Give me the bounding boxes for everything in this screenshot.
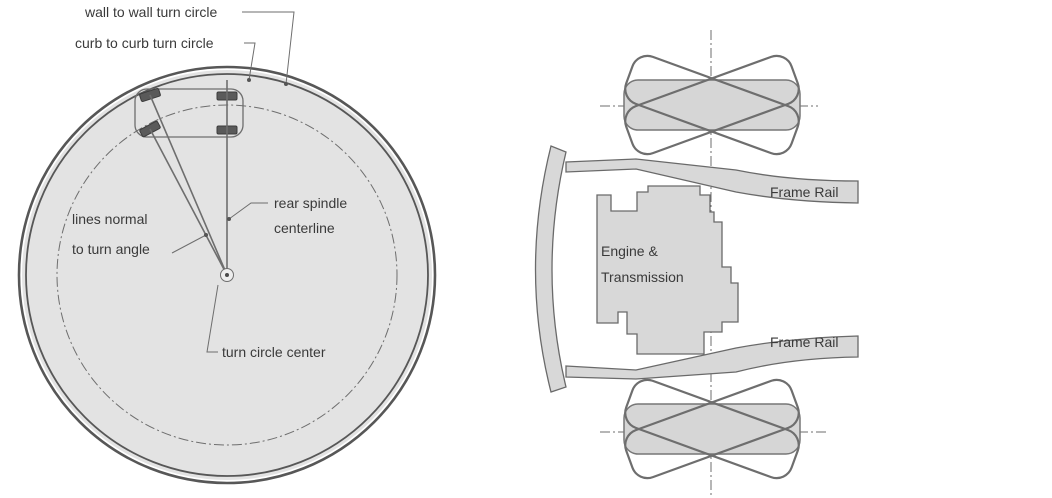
top-wheel [623,54,801,156]
lines-normal-node [204,233,208,237]
label-lines-normal-1: lines normal [72,211,147,227]
curb-node [247,78,251,82]
normal-line-top [149,94,228,276]
top-wheel-sweep-right [624,54,800,156]
label-engine-1: Engine & [601,243,658,259]
frame-rail-bottom [565,335,859,380]
wall-to-wall-circle [17,65,437,485]
normal-line-bottom [149,128,228,276]
bottom-wheel-sweep-left [624,378,800,480]
turn-center-leader [206,284,219,353]
rear-spindle-leader [228,202,268,220]
top-wheel-sweep-left [624,54,800,156]
label-lines-normal-2: to turn angle [72,241,150,257]
wall-to-wall-leader [242,11,295,85]
chassis-diagram: Engine & Transmission Frame Rail Frame R… [534,30,859,495]
bottom-wheel-sweep-right [624,378,800,480]
lines-normal-leader [171,234,207,254]
engine-transmission-block [596,185,739,355]
rear-spindle-node [227,217,231,221]
label-rear-spindle-2: centerline [274,220,335,236]
label-frame-rail-bottom: Frame Rail [770,334,838,350]
vehicle-outline [134,88,244,138]
label-turn-center: turn circle center [222,344,326,360]
label-wall-to-wall: wall to wall turn circle [84,4,217,20]
curb-to-curb-leader [244,42,256,81]
bottom-wheel-body [623,403,801,455]
label-curb-to-curb: curb to curb turn circle [75,35,214,51]
turn-circle-diagram: wall to wall turn circle curb to curb tu… [17,4,437,485]
front-bumper [534,145,567,393]
label-engine-2: Transmission [601,269,684,285]
label-frame-rail-top: Frame Rail [770,184,838,200]
frame-rail-top [565,158,859,204]
wall-node [284,82,288,86]
curb-to-curb-circle [25,73,429,477]
bottom-wheel [623,378,801,480]
label-rear-spindle-1: rear spindle [274,195,347,211]
top-wheel-body [623,79,801,131]
turn-center-dot [225,273,229,277]
